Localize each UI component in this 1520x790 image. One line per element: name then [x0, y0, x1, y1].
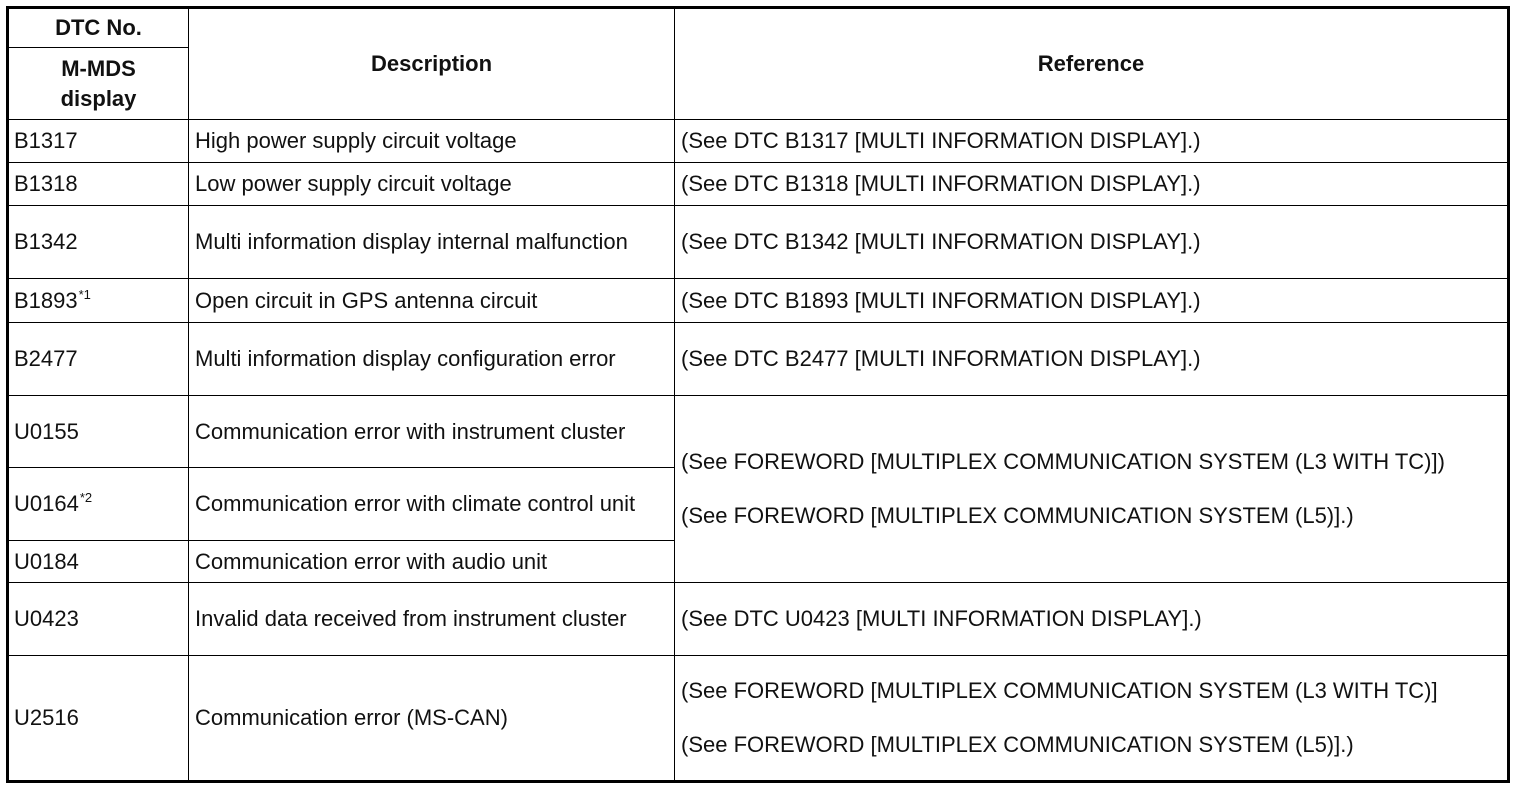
- dtc-reference-link[interactable]: (See DTC B1893 [MULTI INFORMATION DISPLA…: [674, 278, 1509, 323]
- table-row: B1318 Low power supply circuit voltage (…: [7, 162, 1509, 206]
- dtc-code-text: B1342: [14, 229, 78, 254]
- dtc-code-text: B1318: [14, 171, 78, 196]
- dtc-code: B1317: [7, 119, 189, 163]
- dtc-code: U0155: [7, 395, 189, 468]
- dtc-code-text: B2477: [14, 346, 78, 371]
- dtc-description: Open circuit in GPS antenna circuit: [188, 278, 675, 323]
- dtc-code: B1342: [7, 205, 189, 279]
- dtc-code-text: U0423: [14, 606, 79, 631]
- dtc-description: Invalid data received from instrument cl…: [188, 582, 675, 656]
- dtc-code: B2477: [7, 322, 189, 396]
- header-description: Description: [188, 7, 675, 120]
- table-row: B1893*1 Open circuit in GPS antenna circ…: [7, 278, 1509, 323]
- dtc-description: Multi information display configuration …: [188, 322, 675, 396]
- dtc-code: U2516: [7, 655, 189, 782]
- dtc-code: U0184: [7, 540, 189, 583]
- table-row: U0423 Invalid data received from instrum…: [7, 582, 1509, 656]
- reference-link-l3[interactable]: (See FOREWORD [MULTIPLEX COMMUNICATION S…: [681, 678, 1438, 703]
- dtc-description: Communication error (MS-CAN): [188, 655, 675, 782]
- dtc-description: High power supply circuit voltage: [188, 119, 675, 163]
- reference-link-l5[interactable]: (See FOREWORD [MULTIPLEX COMMUNICATION S…: [681, 503, 1354, 528]
- reference-gap: [681, 477, 1501, 501]
- header-reference: Reference: [674, 7, 1509, 120]
- footnote-marker: *2: [79, 490, 93, 505]
- dtc-code-text: U2516: [14, 705, 79, 730]
- dtc-reference-link[interactable]: (See DTC B1318 [MULTI INFORMATION DISPLA…: [674, 162, 1509, 206]
- header-row: DTC No. Description Reference: [7, 7, 1509, 120]
- dtc-code: U0164*2: [7, 467, 189, 541]
- reference-link-l3[interactable]: (See FOREWORD [MULTIPLEX COMMUNICATION S…: [681, 449, 1445, 474]
- dtc-code: B1893*1: [7, 278, 189, 323]
- dtc-code-text: B1317: [14, 128, 78, 153]
- dtc-description: Multi information display internal malfu…: [188, 205, 675, 279]
- dtc-reference-link[interactable]: (See DTC B2477 [MULTI INFORMATION DISPLA…: [674, 322, 1509, 396]
- dtc-reference-link[interactable]: (See DTC B1342 [MULTI INFORMATION DISPLA…: [674, 205, 1509, 279]
- dtc-description: Low power supply circuit voltage: [188, 162, 675, 206]
- dtc-description: Communication error with audio unit: [188, 540, 675, 583]
- footnote-marker: *1: [78, 286, 91, 302]
- table-row: U0164*2 Communication error with climate…: [7, 467, 1509, 541]
- dtc-reference-link[interactable]: (See DTC U0423 [MULTI INFORMATION DISPLA…: [674, 582, 1509, 656]
- dtc-reference-link[interactable]: (See DTC B1317 [MULTI INFORMATION DISPLA…: [674, 119, 1509, 163]
- dtc-code-text: U0164: [14, 491, 79, 516]
- dtc-code: B1318: [7, 162, 189, 206]
- header-mmds-display: M-MDS display: [7, 47, 189, 120]
- reference-gap: [681, 706, 1501, 730]
- table-row: B1317 High power supply circuit voltage …: [7, 119, 1509, 163]
- header-dtc-no: DTC No.: [7, 7, 189, 48]
- header-row-sub: M-MDS display: [7, 47, 1509, 120]
- dtc-table-container: DTC No. Description Reference M-MDS disp…: [6, 6, 1510, 783]
- table-row: B2477 Multi information display configur…: [7, 322, 1509, 396]
- table-row: U0155 Communication error with instrumen…: [7, 395, 1509, 583]
- table-row: B1342 Multi information display internal…: [7, 205, 1509, 279]
- dtc-table: DTC No. Description Reference M-MDS disp…: [6, 6, 1510, 783]
- table-row: U0184 Communication error with audio uni…: [7, 540, 1509, 583]
- dtc-reference-merged: (See FOREWORD [MULTIPLEX COMMUNICATION S…: [674, 655, 1509, 782]
- dtc-description: Communication error with instrument clus…: [188, 395, 675, 468]
- dtc-reference-merged: (See FOREWORD [MULTIPLEX COMMUNICATION S…: [674, 395, 1509, 583]
- dtc-code-text: U0155: [14, 418, 79, 444]
- dtc-description: Communication error with climate control…: [188, 467, 675, 541]
- dtc-code: U0423: [7, 582, 189, 656]
- dtc-code-text: B1893: [14, 287, 78, 313]
- table-row: U2516 Communication error (MS-CAN) (See …: [7, 655, 1509, 782]
- dtc-code-text: U0184: [14, 548, 79, 574]
- reference-link-l5[interactable]: (See FOREWORD [MULTIPLEX COMMUNICATION S…: [681, 732, 1354, 757]
